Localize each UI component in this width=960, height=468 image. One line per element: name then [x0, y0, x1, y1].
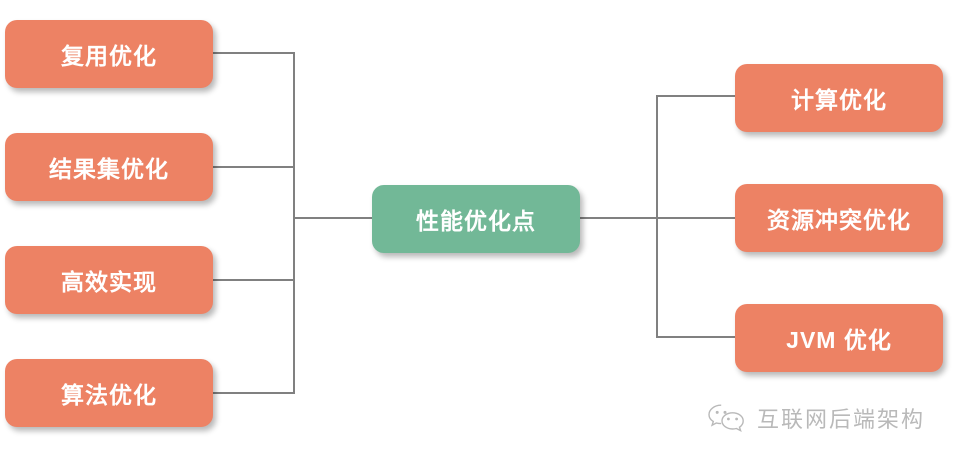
- node-label: 算法优化: [61, 382, 157, 408]
- connector-right-2: [656, 336, 737, 338]
- wechat-icon: [706, 402, 748, 434]
- node-left-efficient-implementation[interactable]: 高效实现: [5, 246, 213, 314]
- node-label: JVM 优化: [786, 327, 892, 353]
- connector-left-2: [213, 279, 295, 281]
- connector-right-0: [656, 95, 737, 97]
- watermark: 互联网后端架构: [706, 402, 925, 434]
- connector-right-1: [656, 217, 737, 219]
- node-label: 性能优化点: [416, 208, 536, 234]
- node-label: 结果集优化: [49, 156, 169, 182]
- connector-trunk-left: [293, 52, 295, 394]
- node-left-algorithm-optimization[interactable]: 算法优化: [5, 359, 213, 427]
- node-left-resultset-optimization[interactable]: 结果集优化: [5, 133, 213, 201]
- node-right-computation-optimization[interactable]: 计算优化: [735, 64, 943, 132]
- node-label: 高效实现: [61, 269, 157, 295]
- node-label: 资源冲突优化: [767, 207, 911, 233]
- connector-root-left: [293, 217, 374, 219]
- connector-root-right: [580, 217, 658, 219]
- node-root-performance-optimization[interactable]: 性能优化点: [372, 185, 580, 253]
- connector-left-0: [213, 52, 295, 54]
- connector-trunk-right: [656, 95, 658, 338]
- node-right-jvm-optimization[interactable]: JVM 优化: [735, 304, 943, 372]
- connector-left-1: [213, 166, 295, 168]
- node-right-resource-contention-optimization[interactable]: 资源冲突优化: [735, 184, 943, 252]
- node-label: 计算优化: [791, 87, 887, 113]
- watermark-text: 互联网后端架构: [757, 407, 926, 432]
- node-label: 复用优化: [61, 43, 157, 69]
- connector-left-3: [213, 392, 295, 394]
- node-left-reuse-optimization[interactable]: 复用优化: [5, 20, 213, 88]
